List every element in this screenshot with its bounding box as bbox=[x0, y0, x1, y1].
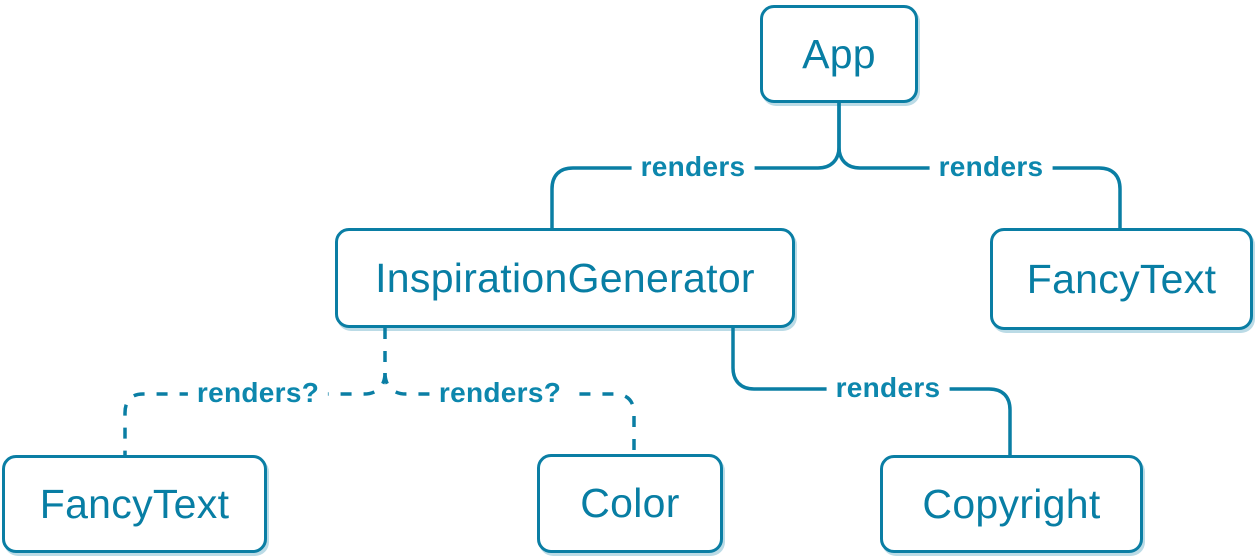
node-app: App bbox=[760, 5, 918, 103]
node-app-label: App bbox=[802, 30, 876, 77]
node-color: Color bbox=[537, 454, 723, 553]
edge-label-app-inspirationgenerator: renders bbox=[631, 151, 755, 183]
node-copyright: Copyright bbox=[880, 455, 1143, 553]
edge-inspirationgenerator-fancytext-dashed bbox=[123, 372, 387, 455]
edge-label-inspirationgenerator-copyright: renders bbox=[826, 372, 950, 404]
node-color-label: Color bbox=[580, 480, 680, 526]
node-fancy-text-top: FancyText bbox=[990, 228, 1253, 330]
edge-label-inspirationgenerator-fancytext: renders? bbox=[187, 377, 329, 409]
edge-label-app-fancytext: renders bbox=[929, 151, 1053, 183]
node-fancy-text-top-label: FancyText bbox=[1026, 255, 1217, 302]
node-fancy-text-bottom-label: FancyText bbox=[39, 480, 230, 527]
node-inspiration-generator: InspirationGenerator bbox=[335, 228, 795, 328]
node-inspiration-generator-label: InspirationGenerator bbox=[375, 254, 755, 301]
node-fancy-text-bottom: FancyText bbox=[2, 455, 267, 553]
node-copyright-label: Copyright bbox=[922, 480, 1101, 527]
edge-label-inspirationgenerator-color: renders? bbox=[429, 377, 571, 409]
